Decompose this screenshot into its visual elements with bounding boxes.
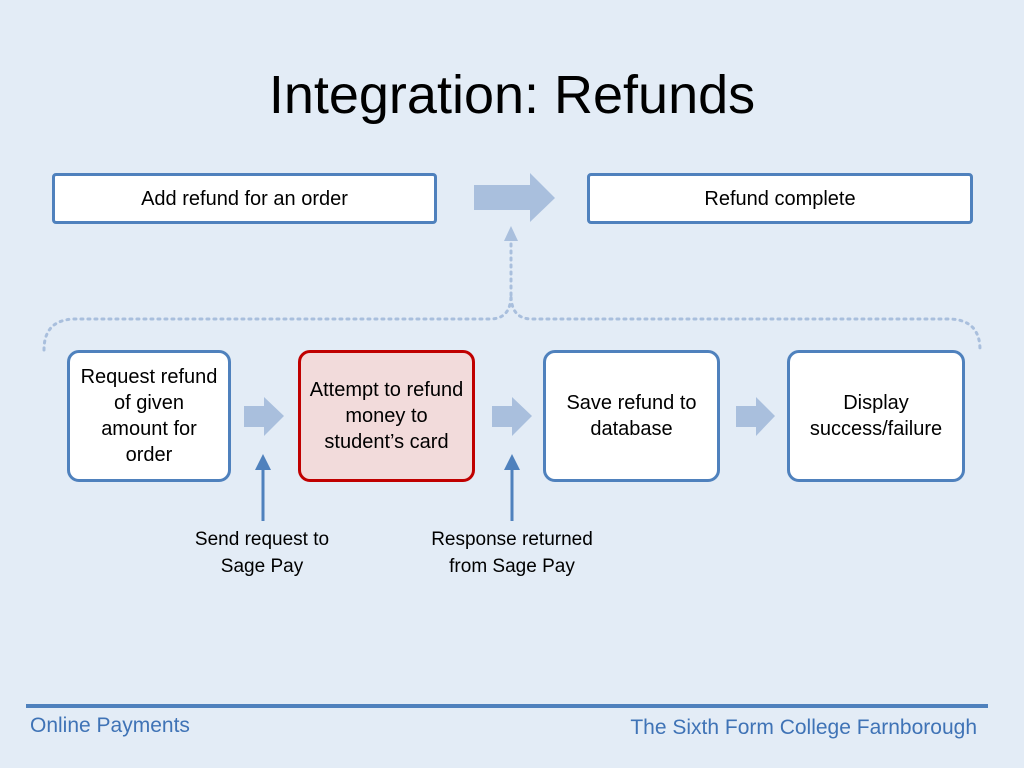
send-request-caption: Send request to Sage Pay	[194, 529, 330, 577]
step-arrow-1-icon	[244, 397, 284, 436]
refund-complete-box: Refund complete	[587, 173, 973, 224]
footer-divider	[26, 704, 988, 708]
send-request-arrowhead-icon	[255, 454, 271, 470]
footer-left-text: Online Payments	[30, 714, 190, 737]
slide-title: Integration: Refunds	[268, 65, 756, 125]
step-arrow-3-icon	[736, 397, 775, 436]
add-refund-label: Add refund for an order	[141, 187, 348, 210]
response-caption: Response returned from Sage Pay	[431, 529, 593, 577]
step-request-refund: Request refund of given amount for order	[67, 350, 231, 482]
group-connector-arrowhead-icon	[504, 226, 518, 241]
group-brace	[42, 294, 982, 352]
step-attempt-refund-label: Attempt to refund money to student’s car…	[309, 379, 464, 453]
step-display-result-label: Display success/failure	[809, 392, 943, 440]
add-refund-box: Add refund for an order	[52, 173, 437, 224]
footer-right-text: The Sixth Form College Farnborough	[630, 716, 977, 739]
step-save-refund: Save refund to database	[543, 350, 720, 482]
top-flow-arrow-icon	[474, 173, 555, 222]
refund-complete-label: Refund complete	[704, 187, 856, 210]
step-request-refund-label: Request refund of given amount for order	[80, 366, 218, 466]
step-save-refund-label: Save refund to database	[566, 392, 697, 440]
step-arrow-2-icon	[492, 397, 532, 436]
response-arrowhead-icon	[504, 454, 520, 470]
step-attempt-refund: Attempt to refund money to student’s car…	[298, 350, 475, 482]
step-display-result: Display success/failure	[787, 350, 965, 482]
